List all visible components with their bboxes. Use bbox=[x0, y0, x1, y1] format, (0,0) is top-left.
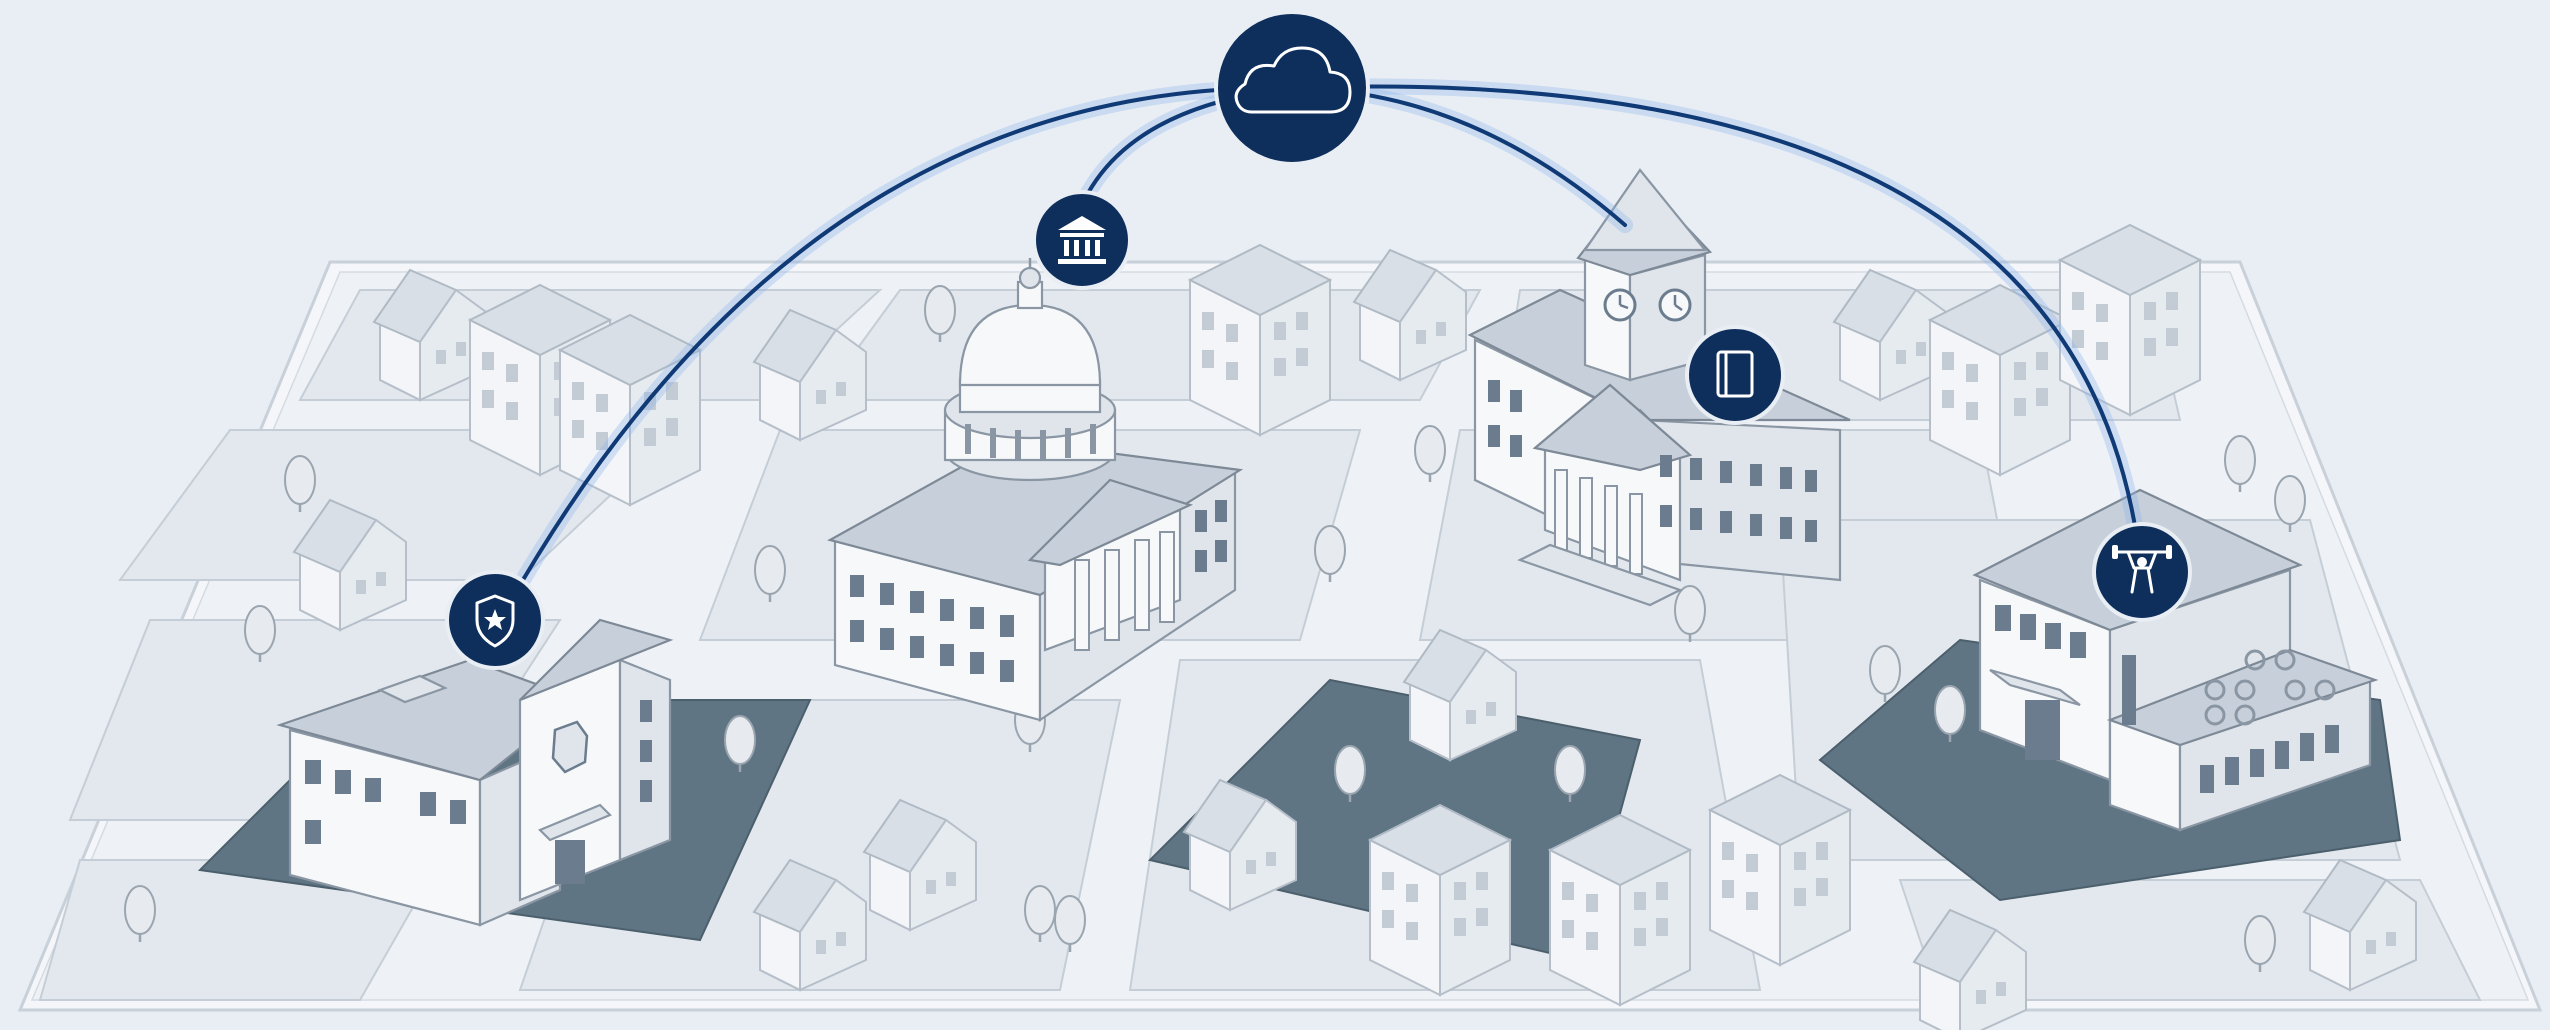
connection-hub-police bbox=[498, 85, 1294, 622]
police-badge-icon bbox=[475, 594, 515, 648]
connection-hub-fitness bbox=[1290, 84, 2142, 562]
capitol-building-node[interactable] bbox=[1032, 190, 1132, 290]
library-clock-tower-building bbox=[1467, 168, 1851, 607]
fitness-center-building bbox=[1972, 488, 2379, 832]
cloud-icon bbox=[1234, 46, 1352, 114]
book-icon bbox=[1716, 350, 1754, 398]
police-station-building bbox=[276, 618, 674, 927]
capitol-building bbox=[827, 258, 1244, 723]
government-building-icon bbox=[1058, 216, 1106, 264]
fitness-center-node[interactable] bbox=[2092, 522, 2192, 622]
library-node[interactable] bbox=[1685, 325, 1785, 425]
cloud-hub-node[interactable] bbox=[1214, 10, 1370, 166]
police-station-node[interactable] bbox=[445, 570, 545, 670]
weightlifter-icon bbox=[2112, 545, 2172, 594]
